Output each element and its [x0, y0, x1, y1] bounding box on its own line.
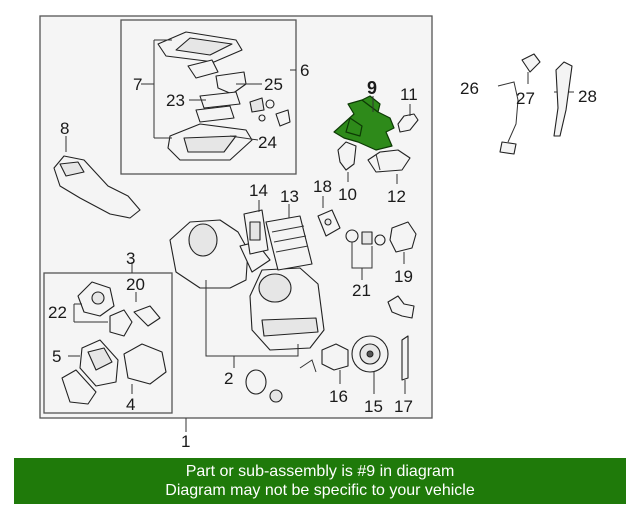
callout-2: 2 — [224, 369, 233, 388]
callout-23: 23 — [166, 91, 185, 110]
part-9-highlighted — [333, 95, 395, 151]
part-26-27-28 — [497, 53, 574, 155]
part-21 — [345, 229, 386, 246]
callout-9: 9 — [367, 78, 377, 98]
callout-16: 16 — [329, 387, 348, 406]
callout-24: 24 — [258, 133, 277, 152]
part-2-ancillary — [245, 369, 283, 403]
callout-26: 26 — [460, 79, 479, 98]
callout-5: 5 — [52, 347, 61, 366]
callout-14: 14 — [249, 181, 268, 200]
subassembly-box-3 — [43, 272, 173, 414]
callout-20: 20 — [126, 275, 145, 294]
subassembly-box-6 — [120, 19, 297, 175]
callout-7: 7 — [133, 75, 142, 94]
callout-12: 12 — [387, 187, 406, 206]
callout-17: 17 — [394, 397, 413, 416]
part-18 — [317, 209, 341, 237]
part-8-duct — [53, 136, 141, 219]
callout-3: 3 — [126, 249, 135, 268]
callout-18: 18 — [313, 177, 332, 196]
callout-6: 6 — [300, 61, 309, 80]
info-banner: Part or sub-assembly is #9 in diagram Di… — [14, 458, 626, 504]
banner-line-1: Part or sub-assembly is #9 in diagram — [185, 463, 455, 480]
callout-21: 21 — [352, 281, 371, 300]
banner-line-2: Diagram may not be specific to your vehi… — [165, 482, 475, 499]
callout-13: 13 — [280, 187, 299, 206]
part-13-core — [265, 215, 313, 271]
callout-10: 10 — [338, 185, 357, 204]
callout-1: 1 — [181, 432, 190, 451]
part-15-blower — [351, 335, 389, 373]
part-17 — [401, 335, 409, 381]
part-group-3 — [61, 281, 167, 405]
part-12 — [367, 149, 411, 173]
part-16 — [299, 343, 349, 373]
part-10 — [337, 141, 357, 171]
callout-28: 28 — [578, 87, 597, 106]
part-group-6 — [157, 31, 291, 161]
part-14 — [243, 209, 269, 255]
callout-4: 4 — [126, 395, 135, 414]
callout-22: 22 — [48, 303, 67, 322]
callout-8: 8 — [60, 119, 69, 138]
callout-25: 25 — [264, 75, 283, 94]
callout-11: 11 — [400, 85, 418, 104]
part-11 — [397, 113, 419, 133]
part-19 — [389, 221, 417, 253]
bracket-part — [387, 295, 415, 319]
callout-15: 15 — [364, 397, 383, 416]
callout-19: 19 — [394, 267, 413, 286]
part-2-hvac-case — [169, 219, 325, 351]
callout-27: 27 — [516, 89, 535, 108]
